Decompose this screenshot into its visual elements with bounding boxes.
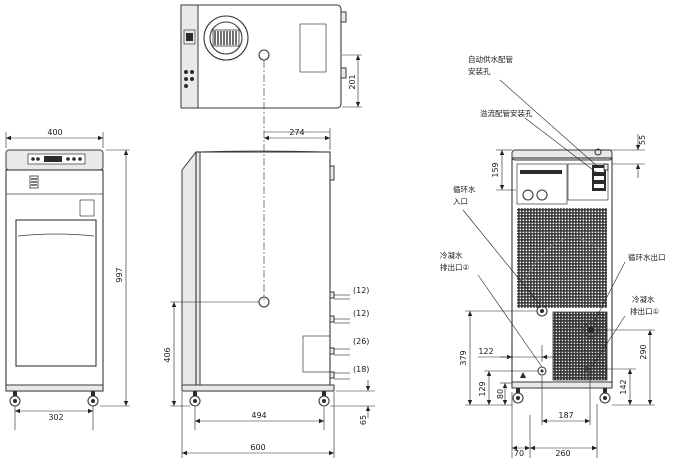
dim-55-label: 55 <box>638 135 647 145</box>
dim-159: 159 <box>491 149 516 191</box>
dim-gap-12-b-label: (12) <box>353 309 369 318</box>
dim-600: 600 <box>181 392 335 458</box>
label-drain2-2: 排出口② <box>440 262 469 272</box>
dim-997-label: 997 <box>115 267 124 282</box>
front-view <box>5 149 104 407</box>
dim-65-label: 65 <box>359 415 368 425</box>
dim-997: 997 <box>100 149 130 407</box>
dim-142: 142 <box>594 368 636 405</box>
dim-260: 260 <box>530 404 598 458</box>
dim-80-label: 80 <box>496 389 505 399</box>
label-drain1-2: 排出口① <box>630 306 659 316</box>
dim-187: 187 <box>541 374 591 425</box>
dim-406-label: 406 <box>163 347 172 362</box>
top-view <box>180 4 347 109</box>
dim-379-label: 379 <box>459 350 468 365</box>
dim-129: 129 <box>478 370 538 405</box>
dim-406: 406 <box>163 301 259 407</box>
power-switch <box>29 175 39 189</box>
dim-290: 290 <box>598 329 655 406</box>
rear-casters <box>512 388 611 404</box>
front-casters <box>9 391 99 407</box>
top-hole-marker <box>258 49 270 61</box>
dim-600-label: 600 <box>250 443 265 452</box>
side-casters <box>189 391 330 407</box>
dim-122: 122 <box>478 345 554 362</box>
front-control-panel <box>27 153 86 165</box>
front-door <box>15 219 97 367</box>
rear-louver-upper <box>517 208 607 308</box>
label-supply-pipe-2: 安装孔 <box>468 66 491 76</box>
dim-gap-12-b: (12) <box>334 309 369 324</box>
dim-302: 302 <box>14 406 94 430</box>
dim-gap-12-a-label: (12) <box>353 286 369 295</box>
dim-70-label: 70 <box>514 449 524 458</box>
tank-lid <box>203 15 249 61</box>
dim-55: 55 <box>600 134 647 178</box>
label-circ-inlet-1: 循环水 <box>453 184 476 194</box>
dim-379: 379 <box>459 310 537 406</box>
dim-400: 400 <box>5 128 104 148</box>
dim-gap-26: (26) <box>334 337 369 356</box>
dim-494-label: 494 <box>251 411 266 420</box>
dim-70: 70 <box>511 392 531 458</box>
rear-louver-lower <box>552 311 608 381</box>
label-overflow-pipe: 溢流配管安装孔 <box>480 108 533 118</box>
dim-260-label: 260 <box>555 449 570 458</box>
dim-494: 494 <box>194 407 325 430</box>
side-view <box>181 150 335 407</box>
label-circ-inlet-2: 入口 <box>453 197 468 206</box>
label-circ-outlet: 循环水出口 <box>628 252 666 262</box>
dim-gap-12-a: (12) <box>334 286 369 300</box>
dim-80: 80 <box>496 382 512 405</box>
rear-view <box>511 148 613 404</box>
dim-201: 201 <box>342 54 362 108</box>
label-supply-pipe-1: 自动供水配管 <box>468 54 513 64</box>
label-drain1-1: 冷凝水 <box>632 294 655 304</box>
dim-201-label: 201 <box>348 74 357 89</box>
dim-274-label: 274 <box>289 128 304 137</box>
dim-65: 65 <box>330 380 375 425</box>
top-vent <box>299 23 327 73</box>
dim-122-label: 122 <box>478 347 493 356</box>
dim-302-label: 302 <box>48 413 63 422</box>
rear-leaders <box>462 79 626 368</box>
dim-290-label: 290 <box>639 344 648 359</box>
dim-274: 274 <box>264 128 331 150</box>
dim-gap-26-label: (26) <box>353 337 369 346</box>
dim-129-label: 129 <box>478 381 487 396</box>
control-panel-buttons-top <box>183 29 196 88</box>
dim-142-label: 142 <box>619 379 628 394</box>
dim-159-label: 159 <box>491 162 500 177</box>
dim-gap-18-label: (18) <box>353 365 369 374</box>
dim-400-label: 400 <box>47 128 62 137</box>
dim-187-label: 187 <box>558 411 573 420</box>
rear-callouts: 自动供水配管 安装孔 溢流配管安装孔 循环水 入口 冷凝水 排出口② 循环水出口… <box>440 54 666 316</box>
label-drain2-1: 冷凝水 <box>440 250 463 260</box>
dim-gap-18: (18) <box>334 365 369 380</box>
